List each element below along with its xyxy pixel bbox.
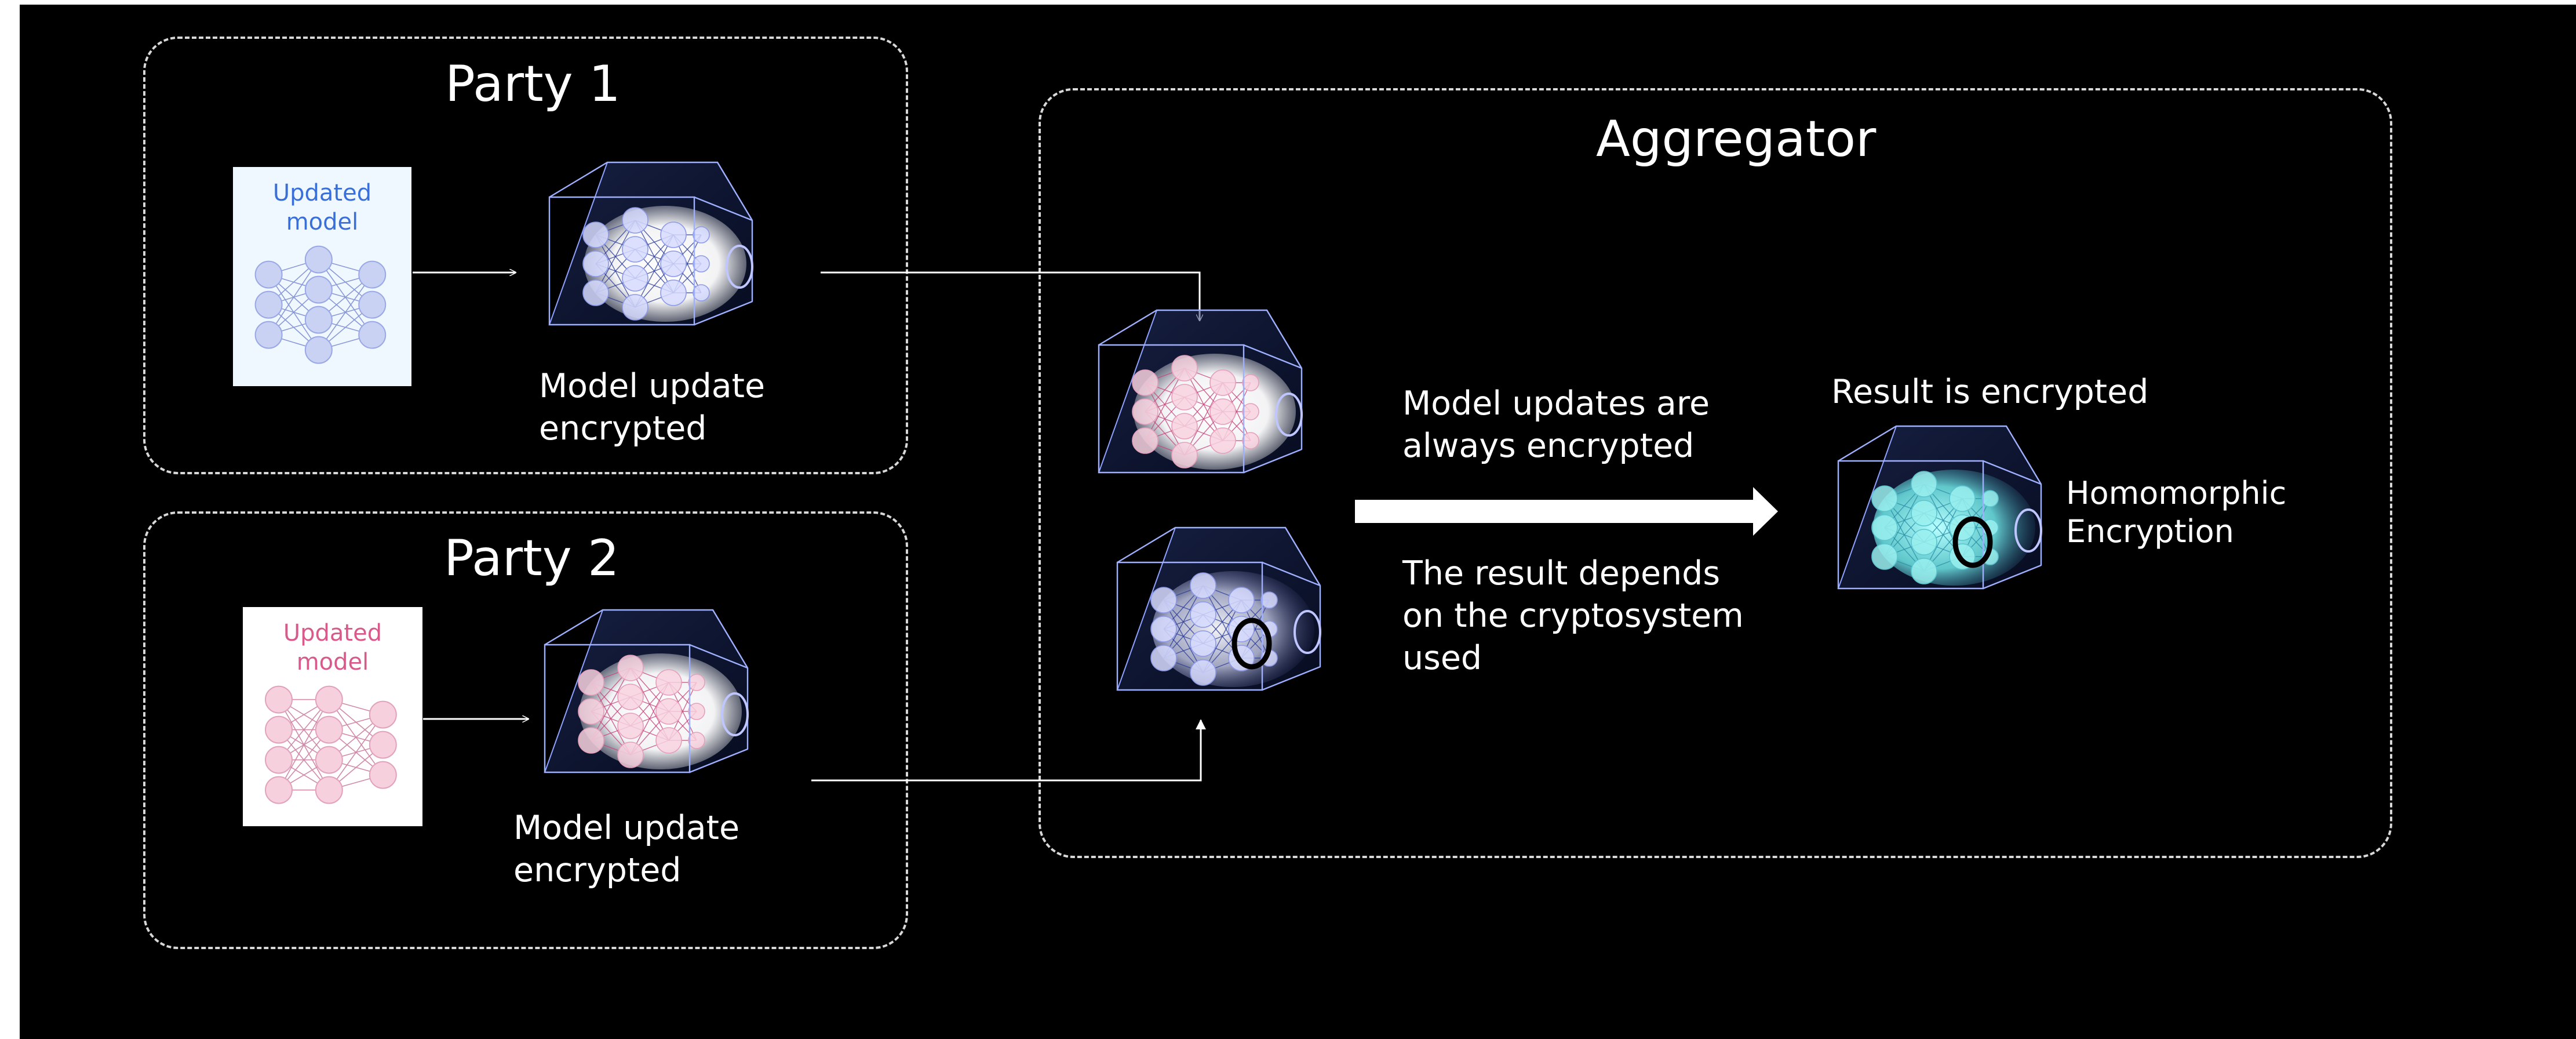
aggregator-title: Aggregator bbox=[1596, 110, 1877, 168]
nn-node bbox=[358, 260, 387, 289]
nn-node bbox=[315, 746, 343, 774]
nn-edge bbox=[329, 714, 384, 791]
nn-node bbox=[304, 306, 333, 334]
nn-node bbox=[304, 275, 333, 304]
party-1-box bbox=[143, 37, 908, 474]
aggregator-note-bottom: The result depends on the cryptosystem u… bbox=[1402, 554, 1744, 677]
nn-node bbox=[315, 715, 343, 744]
party-2-title: Party 2 bbox=[444, 529, 620, 587]
nn-node bbox=[265, 715, 293, 744]
neural-network-icon bbox=[254, 245, 387, 364]
nn-node bbox=[265, 685, 293, 714]
nn-node bbox=[369, 761, 397, 789]
result-label: Result is encrypted bbox=[1831, 373, 2149, 411]
party-2-card-title: Updated model bbox=[283, 620, 382, 675]
nn-node bbox=[304, 336, 333, 364]
nn-node bbox=[254, 260, 283, 289]
nn-node bbox=[265, 746, 293, 774]
homomorphic-encryption-label: Homomorphic Encryption bbox=[2066, 475, 2287, 550]
nn-edge bbox=[278, 699, 330, 790]
aggregator-note-top: Model updates are always encrypted bbox=[1402, 384, 1710, 465]
party-2-caption: Model update encrypted bbox=[513, 809, 740, 889]
nn-node bbox=[369, 731, 397, 759]
nn-node bbox=[265, 776, 293, 804]
nn-node bbox=[304, 245, 333, 274]
party-1-card-title: Updated model bbox=[272, 180, 372, 235]
nn-node bbox=[254, 321, 283, 349]
nn-node bbox=[254, 290, 283, 319]
party-1-title: Party 1 bbox=[445, 55, 621, 113]
nn-node bbox=[315, 685, 343, 714]
nn-node bbox=[358, 321, 387, 349]
party-1-model-card: Updated model bbox=[233, 167, 411, 386]
party-2-model-card: Updated model bbox=[243, 607, 422, 826]
neural-network-icon bbox=[265, 685, 397, 804]
aggregator-box bbox=[1039, 88, 2392, 858]
slide-background bbox=[20, 5, 2576, 1039]
nn-edge bbox=[268, 259, 319, 336]
nn-edge bbox=[318, 274, 373, 351]
nn-node bbox=[358, 290, 387, 319]
nn-node bbox=[369, 700, 397, 729]
nn-node bbox=[315, 776, 343, 804]
party-1-caption: Model update encrypted bbox=[539, 367, 766, 448]
